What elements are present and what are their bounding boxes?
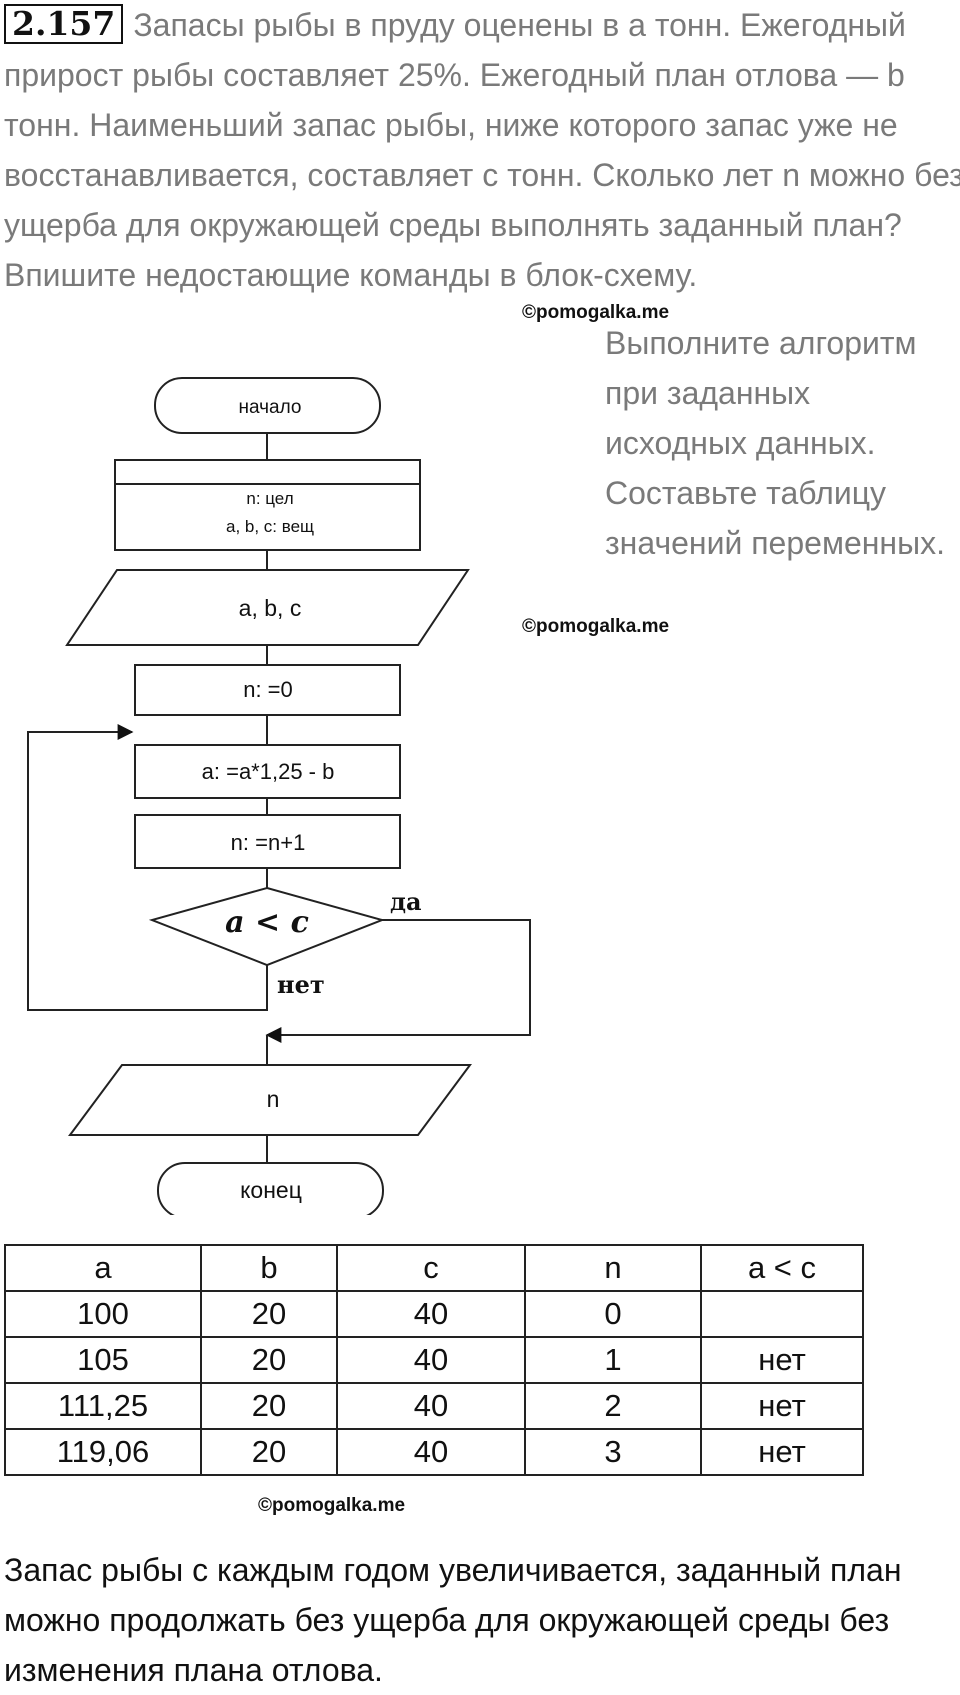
yes-branch-label: да [390,887,422,916]
problem-text: Запасы рыбы в пруду оценены в a тонн. Еж… [4,7,960,293]
update-n-label: n: =n+1 [231,830,306,855]
output-block [68,1064,472,1136]
init-block [134,664,401,716]
output-label: n [267,1086,280,1112]
values-table: a b c n a < c 100 20 40 0 105 20 40 1 не… [4,1244,864,1476]
end-label: конец [240,1177,302,1203]
table-cell: 40 [336,1336,526,1384]
table-row: 119,06 20 40 3 нет [4,1428,864,1476]
table-cell: 20 [200,1382,338,1430]
table-cell: нет [700,1336,864,1384]
table-cell: нет [700,1382,864,1430]
table-cell: 1 [524,1336,702,1384]
table-header-cell: a < c [700,1244,864,1292]
table-cell: 2 [524,1382,702,1430]
task-instruction: Выполните алгоритм при заданных исходных… [605,325,945,561]
update-a-block [134,744,401,799]
table-cell: 40 [336,1428,526,1476]
table-header-cell: n [524,1244,702,1292]
declaration-line-2: a, b, c: вещ [226,517,314,536]
table-cell: 105 [4,1336,202,1384]
init-label: n: =0 [243,677,293,702]
flowchart: начало n: цел a, b, c: вещ a, b, c n: =0… [27,377,531,1215]
table-header-cell: c [336,1244,526,1292]
watermark: ©pomogalka.me [522,302,670,323]
table-cell: 40 [336,1382,526,1430]
table-cell [700,1290,864,1338]
update-a-label: a: =a*1,25 - b [202,759,335,784]
table-cell: 20 [200,1336,338,1384]
input-block [65,569,470,646]
table-row: 100 20 40 0 [4,1290,864,1338]
declaration-block [114,459,421,551]
table-header-cell: a [4,1244,202,1292]
update-n-block [134,814,401,869]
start-terminal [154,377,381,434]
watermark: ©pomogalka.me [522,616,670,637]
input-label: a, b, c [239,595,302,621]
table-header-row: a b c n a < c [4,1244,864,1292]
table-cell: 40 [336,1290,526,1338]
table-cell: 100 [4,1290,202,1338]
table-cell: нет [700,1428,864,1476]
condition-label: a < c [225,905,309,940]
table-cell: 111,25 [4,1382,202,1430]
end-terminal [157,1162,384,1215]
table-header-cell: b [200,1244,338,1292]
table-row: 105 20 40 1 нет [4,1336,864,1384]
declaration-line-1: n: цел [246,489,293,508]
table-row: 111,25 20 40 2 нет [4,1382,864,1430]
table-cell: 20 [200,1428,338,1476]
conclusion-text: Запас рыбы с каждым годом увеличивается,… [4,1552,902,1688]
condition-decision [148,886,386,967]
no-branch-label: нет [277,970,325,999]
problem-number: 2.157 [4,4,124,44]
table-cell: 3 [524,1428,702,1476]
table-cell: 20 [200,1290,338,1338]
table-cell: 119,06 [4,1428,202,1476]
table-cell: 0 [524,1290,702,1338]
start-label: начало [239,397,302,418]
watermark: ©pomogalka.me [258,1495,406,1516]
